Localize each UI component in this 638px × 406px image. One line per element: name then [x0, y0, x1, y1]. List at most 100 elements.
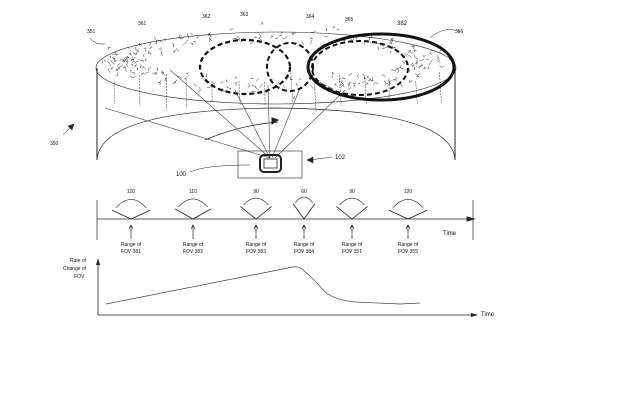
timeline-time-label: Time	[443, 231, 457, 237]
foliage-stroke	[174, 79, 178, 83]
foliage-stroke	[282, 84, 286, 88]
foliage-stroke	[155, 41, 158, 45]
foliage-stroke	[207, 32, 212, 37]
foliage-stroke	[332, 71, 335, 75]
foliage-stroke	[429, 50, 433, 56]
foliage-stroke	[236, 35, 241, 40]
foliage-stroke	[366, 76, 373, 82]
foliage-stroke	[190, 33, 193, 36]
foliage-stroke	[439, 49, 442, 55]
foliage-stroke	[148, 52, 152, 55]
foliage-stroke	[158, 79, 162, 84]
foliage-stroke	[125, 63, 129, 68]
foliage-stroke	[391, 69, 396, 72]
foliage-stroke	[365, 82, 369, 85]
timeline	[96, 200, 476, 240]
foliage-stroke	[157, 81, 162, 85]
up-arrow-icon	[190, 224, 196, 239]
foliage-stroke	[411, 62, 414, 68]
foliage-stroke	[415, 61, 418, 65]
foliage-stroke	[122, 66, 126, 69]
foliage-stroke	[348, 87, 352, 90]
panorama-cylinder	[95, 31, 457, 161]
fov-label: FOV 381	[121, 249, 141, 255]
foliage-stroke	[173, 49, 176, 54]
foliage-stroke	[247, 83, 250, 88]
foliage-stroke	[275, 37, 279, 40]
fov-wedge	[292, 203, 316, 220]
range-label: Range of	[246, 242, 267, 248]
angle-arc	[294, 196, 314, 203]
label-363: 363	[240, 12, 249, 18]
foliage-stroke	[114, 59, 118, 63]
foliage-stroke	[110, 67, 114, 70]
foliage-stroke	[399, 64, 404, 69]
label-362: 362	[202, 14, 211, 20]
foliage-stroke	[280, 31, 284, 34]
foliage-stroke	[437, 57, 441, 61]
foliage-stroke	[333, 83, 338, 86]
fov-label: FOV 382	[183, 249, 203, 255]
foliage-stroke	[163, 38, 166, 41]
fov-angle: 120	[404, 189, 413, 195]
up-arrow-icon	[253, 224, 259, 239]
foliage-stroke	[404, 53, 408, 57]
up-arrow-icon	[128, 224, 134, 239]
angle-arc	[339, 197, 365, 206]
foliage-stroke	[251, 90, 257, 93]
foliage-stroke	[255, 78, 259, 82]
foliage-stroke	[282, 35, 288, 39]
foliage-stroke	[134, 60, 139, 65]
foliage-stroke	[134, 64, 138, 68]
tree-trunk	[415, 81, 418, 105]
foliage-stroke	[124, 60, 128, 63]
foliage-stroke	[348, 73, 353, 77]
foliage-stroke	[115, 68, 119, 72]
foliage-stroke	[419, 65, 421, 69]
foliage-stroke	[301, 41, 305, 46]
foliage-stroke	[229, 28, 234, 31]
foliage-stroke	[228, 87, 232, 90]
foliage-stroke	[209, 36, 212, 41]
foliage-stroke	[412, 44, 415, 49]
foliage-stroke	[395, 77, 398, 81]
foliage-stroke	[389, 50, 392, 54]
foliage-stroke	[135, 50, 140, 54]
fov-wedge	[174, 208, 212, 220]
y-label-line-2: Change of	[63, 266, 87, 272]
foliage-stroke	[349, 81, 352, 86]
foliage-stroke	[186, 71, 189, 76]
foliage-stroke	[204, 73, 208, 78]
label-361: 361	[138, 21, 147, 27]
foliage-stroke	[142, 66, 147, 70]
angle-arc	[115, 199, 147, 209]
foliage-stroke	[381, 74, 386, 78]
fov-wedge	[336, 206, 368, 220]
foliage-stroke	[197, 86, 202, 93]
foliage-stroke	[112, 57, 116, 61]
foliage-stroke	[114, 52, 117, 56]
foliage-stroke	[119, 64, 123, 68]
foliage-stroke	[269, 34, 274, 38]
foliage-stroke	[234, 75, 237, 79]
foliage-stroke	[410, 63, 415, 67]
foliage-stroke	[124, 67, 127, 72]
foliage-stroke	[148, 46, 152, 50]
foliage-stroke	[154, 36, 158, 42]
fov-wedge	[111, 209, 151, 220]
up-arrow-icon	[349, 224, 355, 239]
foliage-stroke	[407, 50, 412, 54]
range-label: Range of	[121, 242, 142, 248]
foliage-stroke	[178, 36, 182, 40]
range-label: Range of	[342, 242, 363, 248]
foliage-stroke	[279, 34, 283, 36]
foliage-stroke	[310, 84, 316, 91]
foliage-stroke	[381, 46, 388, 50]
foliage-stroke	[190, 42, 193, 46]
foliage-stroke	[106, 60, 111, 66]
foliage-stroke	[389, 40, 392, 45]
foliage-stroke	[144, 58, 147, 62]
range-label: Range of	[183, 242, 204, 248]
foliage-stroke	[341, 84, 344, 88]
foliage-stroke	[347, 81, 351, 88]
